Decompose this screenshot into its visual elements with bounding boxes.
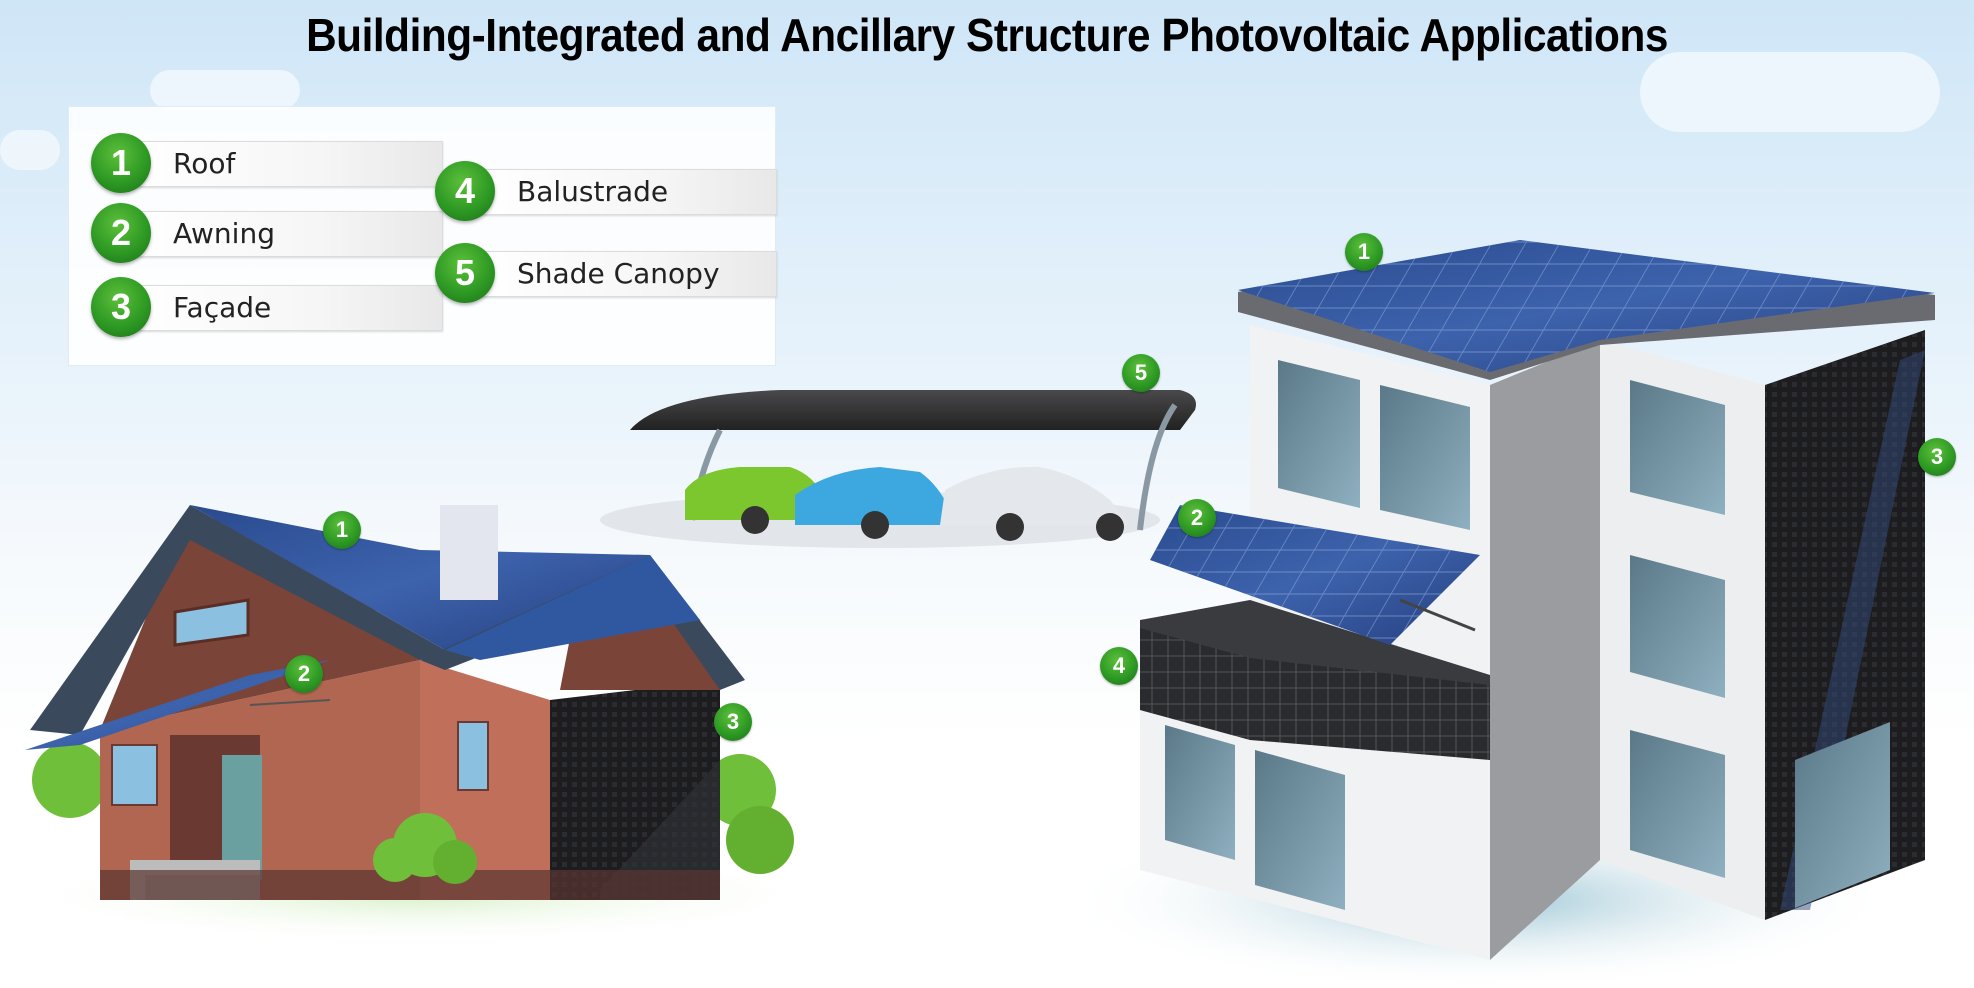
chimney [440,505,498,600]
cloud-decoration [0,130,60,170]
house-roof-pv [190,505,650,650]
number-badge-icon: 4 [435,161,495,221]
marker-carport-canopy: 5 [1122,354,1160,392]
marker-apartment-balustrade: 4 [1100,647,1138,685]
legend-label: Awning [173,217,275,250]
legend-item-awning: 2 Awning [91,201,443,263]
legend-label: Roof [173,147,236,180]
marker-house-awning: 2 [285,655,323,693]
cloud-decoration [1640,52,1940,132]
shade-canopy-pv [630,390,1196,430]
legend-bar [475,251,777,297]
apartment-illustration [1060,240,1935,988]
page-title: Building-Integrated and Ancillary Struct… [306,9,1668,61]
white-car [940,466,1130,525]
legend-bar [131,211,443,257]
legend-bar [131,285,443,331]
number-badge-icon: 3 [91,277,151,337]
marker-apartment-roof: 1 [1345,233,1383,271]
legend-bar [475,169,777,215]
number-badge-icon: 2 [91,203,151,263]
legend-label: Balustrade [517,175,669,208]
legend-item-shade-canopy: 5 Shade Canopy [435,241,777,303]
carport-illustration [600,390,1196,548]
legend-label: Shade Canopy [517,257,720,290]
marker-house-roof: 1 [323,511,361,549]
marker-apartment-facade: 3 [1918,438,1956,476]
legend-label: Façade [173,291,272,324]
balustrade-pv [1140,628,1250,740]
legend-item-facade: 3 Façade [91,275,443,337]
legend-bar [131,141,443,187]
house-door [222,755,262,880]
legend-panel: 1 Roof 2 Awning 3 Façade 4 Balustrade 5 … [68,106,777,366]
house-illustration [25,505,794,900]
marker-house-facade: 3 [714,703,752,741]
legend-item-balustrade: 4 Balustrade [435,159,777,221]
marker-apartment-awning: 2 [1178,499,1216,537]
house-awning-pv [25,660,330,750]
legend-item-roof: 1 Roof [91,131,443,193]
blue-car [795,467,955,525]
number-badge-icon: 5 [435,243,495,303]
number-badge-icon: 1 [91,133,151,193]
green-car [685,467,825,520]
cloud-decoration [150,70,300,110]
